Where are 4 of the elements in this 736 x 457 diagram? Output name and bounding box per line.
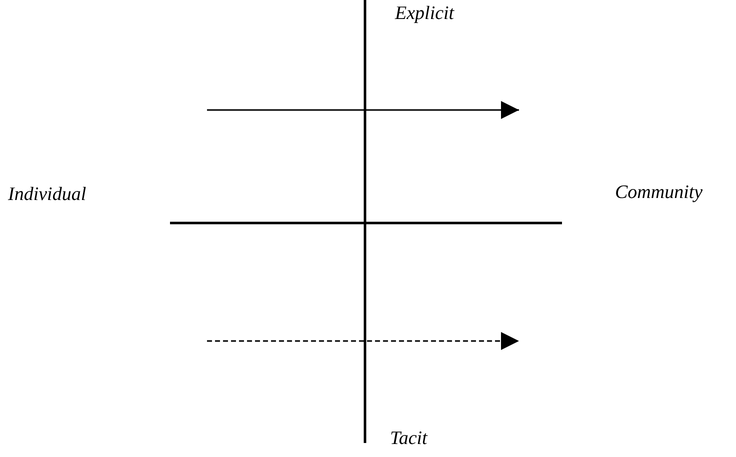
axis-label: Tacit xyxy=(390,429,428,448)
axis-label: Individual xyxy=(8,185,86,204)
axis-label: Explicit xyxy=(395,4,454,23)
axis-label: Community xyxy=(615,183,703,202)
